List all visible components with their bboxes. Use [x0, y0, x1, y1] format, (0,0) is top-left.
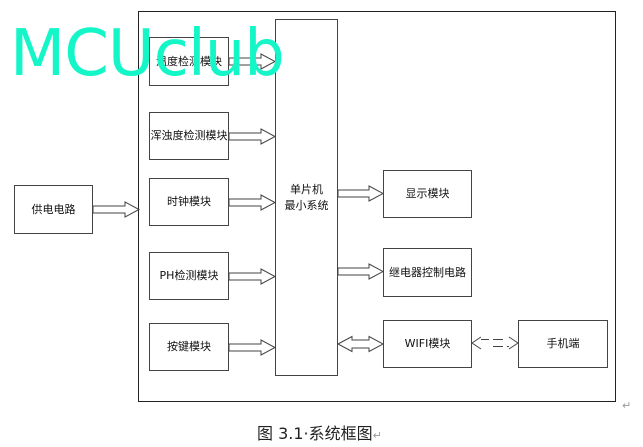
wifi-module-label: WIFI模块: [404, 337, 451, 350]
key-module-label: 按键模块: [167, 340, 211, 353]
clock-module-label: 时钟模块: [167, 195, 211, 208]
ph-module-label: PH检测模块: [159, 269, 219, 282]
temperature-module-label: 温度检测模块: [156, 54, 222, 68]
paragraph-mark-right: ↵: [622, 399, 632, 412]
arrow-keys-to-mcu: [228, 339, 277, 356]
figure-caption-text: 图 3.1·系统框图: [257, 424, 373, 443]
phone-box: 手机端: [518, 320, 608, 368]
relay-circuit-label: 继电器控制电路: [389, 265, 466, 279]
ph-module-box: PH检测模块: [149, 252, 229, 300]
turbidity-module-box: 浑浊度检测模块: [149, 112, 229, 160]
arrow-mcu-wifi-bidirectional: [336, 335, 385, 353]
arrow-clock-to-mcu: [228, 194, 277, 211]
arrow-ph-to-mcu: [228, 268, 277, 285]
paragraph-mark: ↵: [372, 429, 382, 442]
power-supply-label: 供电电路: [31, 202, 76, 216]
mcu-label-line1: 单片机: [290, 182, 323, 196]
arrow-power-to-frame: [92, 201, 141, 218]
arrow-turbidity-to-mcu: [228, 128, 277, 145]
arrow-temperature-to-mcu: [228, 53, 277, 70]
wireless-arrowhead-right: [508, 336, 519, 350]
arrow-mcu-to-display: [337, 185, 385, 202]
arrow-mcu-to-relay: [337, 263, 385, 280]
mcu-box: 单片机 最小系统: [275, 19, 338, 376]
wireless-arrowhead-left: [471, 336, 482, 350]
figure-caption: 图 3.1·系统框图↵: [257, 420, 382, 444]
relay-circuit-box: 继电器控制电路: [383, 248, 472, 297]
phone-label: 手机端: [546, 337, 580, 350]
power-supply-box: 供电电路: [14, 185, 93, 234]
mcu-label-line2: 最小系统: [284, 198, 329, 212]
wireless-link: [471, 336, 519, 350]
clock-module-box: 时钟模块: [149, 178, 229, 226]
display-module-label: 显示模块: [405, 187, 450, 200]
turbidity-module-label: 浑浊度检测模块: [150, 129, 228, 142]
display-module-box: 显示模块: [383, 170, 472, 218]
